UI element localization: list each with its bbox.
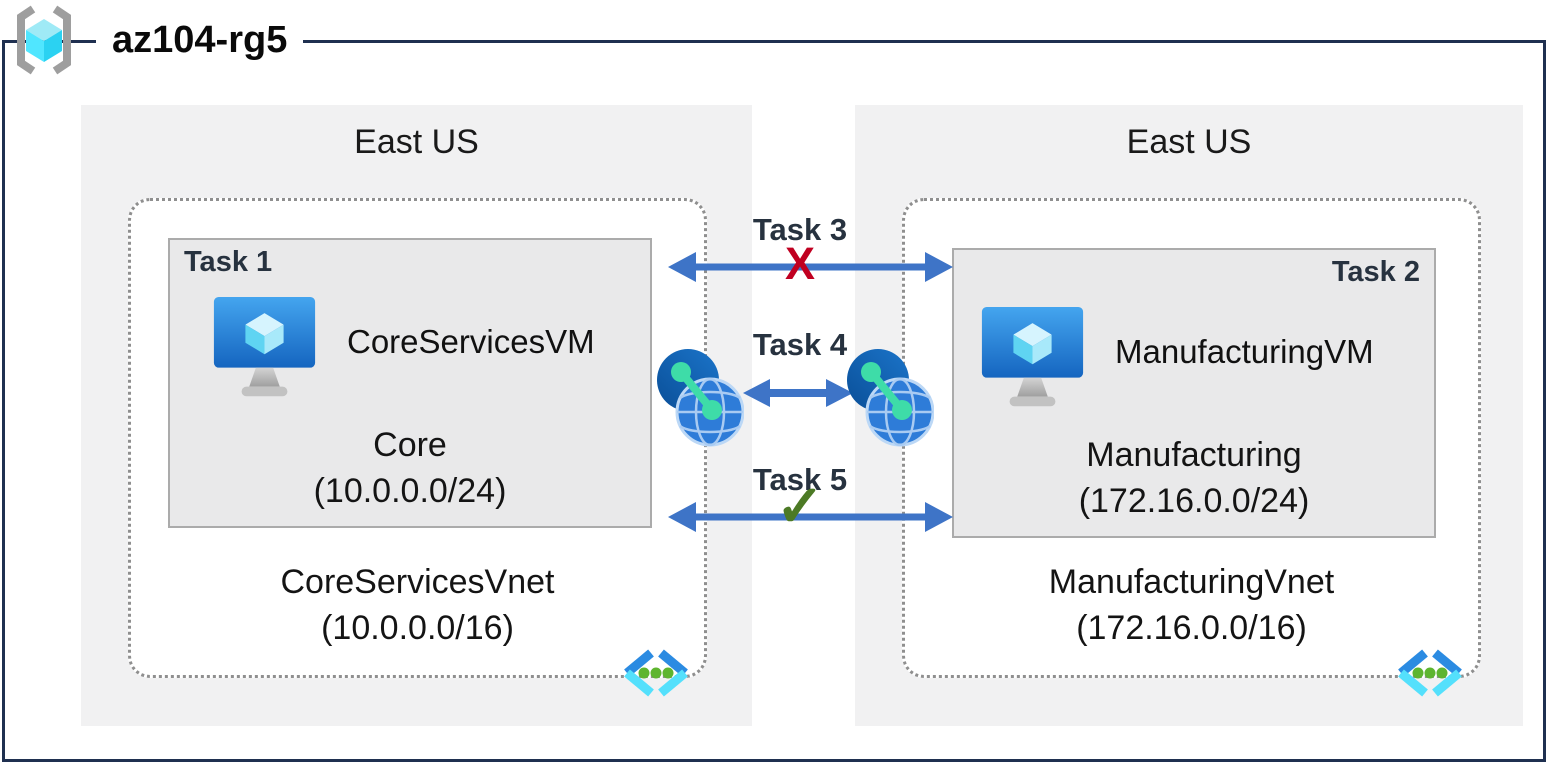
vnet-cidr-right: (172.16.0.0/16) xyxy=(1076,609,1307,647)
vnet-peering-icon xyxy=(847,349,934,447)
subnet-text-right: Manufacturing (172.16.0.0/24) xyxy=(954,432,1434,524)
vnet-cidr-left: (10.0.0.0/16) xyxy=(321,609,514,647)
vnet-name-left: CoreServicesVnet xyxy=(280,563,555,601)
vnet-peering-icon xyxy=(657,349,744,447)
region-name-right: East US xyxy=(1126,123,1252,161)
region-box-left: East US Task 1 xyxy=(81,105,752,726)
vnet-box-coreservices: Task 1 xyxy=(128,198,707,697)
vnet-text-left: CoreServicesVnet (10.0.0.0/16) xyxy=(131,559,704,651)
region-box-right: East US Task 2 xyxy=(855,105,1523,726)
virtual-network-icon xyxy=(1398,649,1462,697)
vnet-box-manufacturing: Task 2 xyxy=(902,198,1481,697)
subnet-cidr-right: (172.16.0.0/24) xyxy=(1078,482,1310,520)
allowed-check-icon: ✓ xyxy=(775,474,825,539)
subnet-text-left: Core (10.0.0.0/24) xyxy=(170,422,650,514)
task1-label: Task 1 xyxy=(184,246,273,278)
resource-group-boundary xyxy=(2,40,1546,762)
blocked-x-icon: X xyxy=(784,238,815,289)
subnet-name-right: Manufacturing xyxy=(1086,436,1302,474)
resource-group-title: az104-rg5 xyxy=(96,16,304,64)
vnet-name-right: ManufacturingVnet xyxy=(1048,563,1335,601)
subnet-box-core: Task 1 xyxy=(168,238,652,528)
subnet-name-left: Core xyxy=(373,426,447,464)
virtual-network-icon xyxy=(624,649,688,697)
region-name-left: East US xyxy=(354,123,479,161)
task5-label: Task 5 xyxy=(752,462,848,497)
virtual-machine-icon xyxy=(981,306,1084,407)
subnet-box-manufacturing: Task 2 xyxy=(952,248,1436,538)
vm-name-right: ManufacturingVM xyxy=(1115,332,1374,370)
resource-group-icon xyxy=(17,5,71,75)
task3-label: Task 3 xyxy=(752,212,848,247)
subnet-cidr-left: (10.0.0.0/24) xyxy=(313,472,507,510)
task4-label: Task 4 xyxy=(752,327,848,362)
vm-name-left: CoreServicesVM xyxy=(347,322,595,360)
task2-label: Task 2 xyxy=(1331,256,1420,288)
vm-row-left: CoreServicesVM xyxy=(212,295,595,402)
vm-row-right: ManufacturingVM xyxy=(980,305,1374,412)
virtual-machine-icon xyxy=(213,296,316,397)
vnet-text-right: ManufacturingVnet (172.16.0.0/16) xyxy=(905,559,1478,651)
